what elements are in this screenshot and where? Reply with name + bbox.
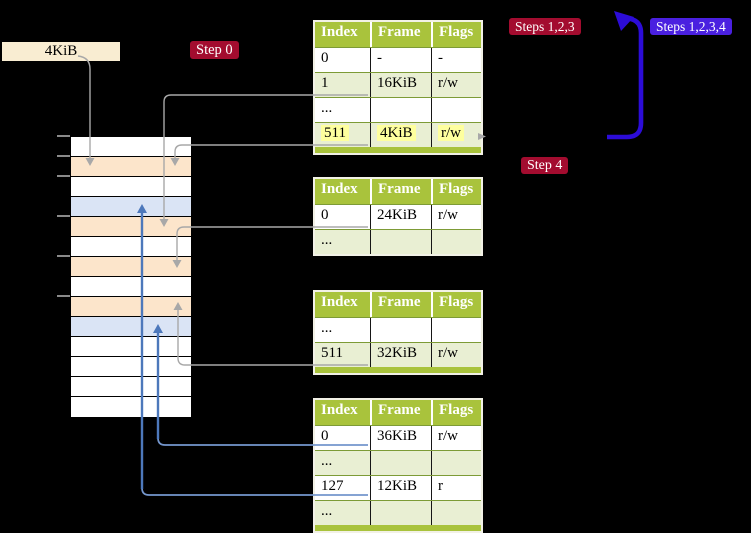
column-header-frame: Frame: [370, 292, 431, 317]
cell-frame: [370, 230, 431, 254]
cell-flags: [431, 451, 479, 475]
column-header-flags: Flags: [431, 22, 479, 47]
cell-frame: -: [370, 48, 431, 72]
column-header-frame: Frame: [370, 179, 431, 204]
column-header-index: Index: [321, 402, 358, 418]
page-table-top-bottom-strip: [315, 147, 481, 153]
page-table-top-row-0: 0 --: [315, 47, 481, 72]
cell-flags: [431, 98, 479, 122]
cell-index: ...: [321, 232, 333, 248]
page-table-top-row-...: ...: [315, 97, 481, 122]
column-header-index: Index: [321, 24, 358, 40]
memory-frame-row-8-white: [71, 277, 191, 297]
cell-flags: [431, 230, 479, 254]
cell-frame: 36KiB: [370, 426, 431, 450]
column-header-flags: Flags: [431, 292, 479, 317]
cell-flags: r/w: [431, 123, 479, 147]
memory-frame-row-14-white: [71, 397, 191, 417]
cell-frame: [370, 98, 431, 122]
cell-frame: 12KiB: [370, 476, 431, 500]
column-header-index: Index: [321, 181, 358, 197]
cell-index: 127: [321, 478, 344, 494]
big-blue-arrowhead: [614, 11, 634, 31]
memory-frame-row-11-white: [71, 337, 191, 357]
memory-frame-row-3-white: [71, 177, 191, 197]
cell-flags: r/w: [431, 343, 479, 367]
memory-tick-marks: [57, 135, 70, 297]
cell-index: ...: [321, 100, 333, 116]
cell-index: ...: [321, 453, 333, 469]
memory-frame-row-4-blue: [71, 197, 191, 217]
badge-steps-1-2-3-4: Steps 1,2,3,4: [650, 18, 732, 35]
cell-index: 511: [321, 345, 343, 361]
column-header-index: Index: [321, 294, 358, 310]
cell-index: 0: [321, 207, 329, 223]
memory-frame-row-5-orange: [71, 217, 191, 237]
badge-step-0: Step 0: [190, 41, 239, 59]
cell-flags: r/w: [431, 205, 479, 229]
memory-frame-row-13-white: [71, 377, 191, 397]
page-table-bottom-bottom-strip: [315, 525, 481, 531]
cell-frame: [370, 318, 431, 342]
cell-index: 0: [321, 428, 329, 444]
memory-frame-row-1-white: [71, 137, 191, 157]
memory-frame-row-6-white: [71, 237, 191, 257]
cell-flags: r/w: [431, 73, 479, 97]
memory-frame-row-7-orange: [71, 257, 191, 277]
memory-frame-row-9-orange: [71, 297, 191, 317]
cell-flags: [431, 318, 479, 342]
column-header-frame: Frame: [370, 22, 431, 47]
badge-step-4: Step 4: [521, 157, 569, 174]
memory-frame-row-2-orange: [71, 157, 191, 177]
page-table-bottom-row-...: ...: [315, 500, 481, 525]
frame-size-label: 4KiB: [2, 42, 120, 61]
cell-flags: r: [431, 476, 479, 500]
page-table-third-bottom-strip: [315, 367, 481, 373]
cell-index: 1: [321, 75, 329, 91]
page-table-bottom-row-...: ...: [315, 450, 481, 475]
page-table-second-row-...: ...: [315, 229, 481, 254]
cell-flags: r/w: [431, 426, 479, 450]
cell-index: ...: [321, 320, 333, 336]
big-blue-loop-arrow: [607, 16, 644, 140]
cell-frame: 4KiB: [370, 123, 431, 147]
physical-memory-column: [70, 136, 192, 418]
highlighted-value: 511: [321, 125, 349, 141]
cell-frame: [370, 451, 431, 475]
cell-flags: -: [431, 48, 479, 72]
column-header-flags: Flags: [431, 400, 479, 425]
cell-index: 511: [315, 123, 370, 147]
column-header-flags: Flags: [431, 179, 479, 204]
memory-frame-row-12-white: [71, 357, 191, 377]
cell-flags: [431, 501, 479, 525]
page-table-third-row-...: ...: [315, 317, 481, 342]
highlighted-value: 4KiB: [377, 125, 416, 141]
cell-index: 0: [321, 50, 329, 66]
cell-frame: 32KiB: [370, 343, 431, 367]
cell-index: ...: [321, 503, 333, 519]
page-table-top-row-511: 511 4KiB r/w: [315, 122, 481, 147]
memory-frame-row-10-blue: [71, 317, 191, 337]
highlighted-value: r/w: [438, 125, 464, 141]
cell-frame: 16KiB: [370, 73, 431, 97]
cell-frame: [370, 501, 431, 525]
column-header-frame: Frame: [370, 400, 431, 425]
badge-steps-1-2-3: Steps 1,2,3: [509, 18, 581, 35]
cell-frame: 24KiB: [370, 205, 431, 229]
